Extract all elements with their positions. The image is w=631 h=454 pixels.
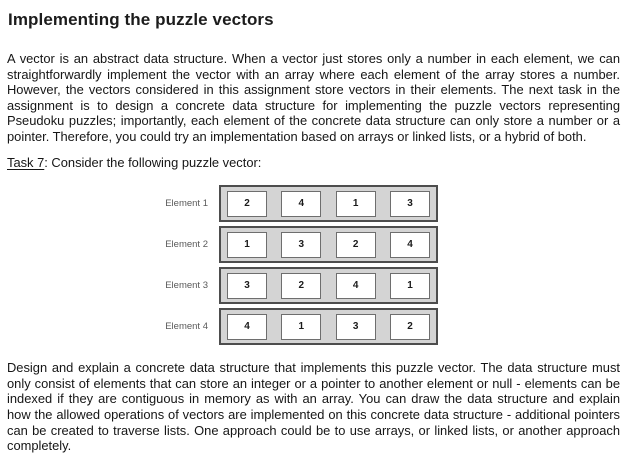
vector-cell: 1 [389,272,430,299]
vector-cell: 4 [335,272,376,299]
vector-cell: 3 [281,231,322,258]
element-2-box: 1 3 2 4 [219,226,438,264]
task-line: Task 7: Consider the following puzzle ve… [7,155,620,171]
vector-cell: 2 [227,190,267,217]
element-3-label: Element 3 [165,280,208,292]
puzzle-vector-diagram: Element 1 2 4 1 3 Element 2 1 3 2 4 Elem… [7,185,620,346]
vector-cell: 3 [389,190,430,217]
vector-cell: 4 [281,190,322,217]
vector-cell: 3 [227,272,267,299]
vector-cell: 1 [281,313,322,340]
vector-cell: 2 [335,231,376,258]
vector-element-row-1: Element 1 2 4 1 3 [7,185,620,223]
vector-element-row-4: Element 4 4 1 3 2 [7,308,620,346]
vector-element-row-2: Element 2 1 3 2 4 [7,226,620,264]
vector-cell: 2 [389,313,430,340]
element-4-label: Element 4 [165,321,208,333]
vector-cell: 4 [227,313,267,340]
element-1-label: Element 1 [165,198,208,210]
element-2-label: Element 2 [165,239,208,251]
section-title: Implementing the puzzle vectors [8,10,274,29]
vector-cell: 3 [335,313,376,340]
vector-cell: 2 [281,272,322,299]
element-3-box: 3 2 4 1 [219,267,438,305]
task-text: : Consider the following puzzle vector: [44,154,262,170]
intro-paragraph: A vector is an abstract data structure. … [7,51,620,144]
vector-cell: 4 [389,231,430,258]
vector-element-row-3: Element 3 3 2 4 1 [7,267,620,305]
task-label: Task 7 [7,154,45,170]
element-4-box: 4 1 3 2 [219,308,438,346]
vector-cell: 1 [227,231,267,258]
element-1-box: 2 4 1 3 [219,185,438,223]
closing-paragraph: Design and explain a concrete data struc… [7,360,620,454]
vector-cell: 1 [335,190,376,217]
